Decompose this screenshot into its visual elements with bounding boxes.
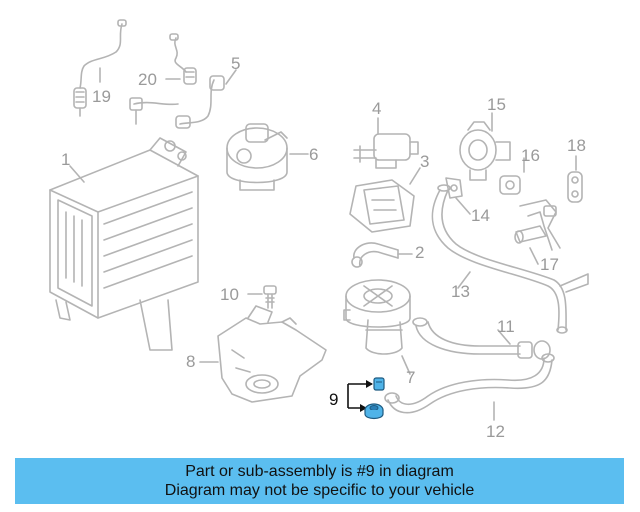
callout-3: 3 <box>420 152 430 171</box>
callout-16: 16 <box>521 146 540 165</box>
part-6-purge-valve <box>226 123 288 191</box>
part-16-gasket <box>499 175 521 195</box>
banner-line-1: Part or sub-assembly is #9 in diagram <box>185 463 454 480</box>
callout-12: 12 <box>486 422 505 441</box>
part-1-charcoal-canister <box>49 137 199 351</box>
callout-20: 20 <box>138 70 157 89</box>
callout-5: 5 <box>231 54 241 73</box>
part-7-air-pump <box>343 279 411 355</box>
callout-10: 10 <box>220 285 239 304</box>
part-4-valve <box>353 133 419 169</box>
parts-diagram <box>49 19 589 421</box>
part-5-vent-valve <box>129 75 225 129</box>
callout-11: 11 <box>497 317 515 336</box>
part-8-bracket <box>217 305 327 403</box>
callout-17: 17 <box>540 255 559 274</box>
part-18-gasket <box>567 171 583 203</box>
part-14-gasket <box>445 177 463 199</box>
part-20-oxygen-sensor <box>169 33 197 85</box>
part-15-valve <box>459 121 511 181</box>
part-13-hose <box>431 184 589 334</box>
callout-9: 9 <box>329 390 339 409</box>
callout-19: 19 <box>92 87 111 106</box>
callout-18: 18 <box>567 136 586 155</box>
info-banner: Part or sub-assembly is #9 in diagram Di… <box>15 458 624 504</box>
callout-7: 7 <box>406 368 416 387</box>
callout-6: 6 <box>309 145 319 164</box>
part-10-bolt <box>263 285 277 309</box>
callout-13: 13 <box>451 282 470 301</box>
part-2-hose <box>351 242 399 268</box>
part-17-pipe <box>514 199 561 251</box>
callout-14: 14 <box>471 206 490 225</box>
part-3-bracket <box>349 179 415 233</box>
part-19-oxygen-sensor <box>73 19 127 117</box>
callout-4: 4 <box>372 99 382 118</box>
banner-line-2: Diagram may not be specific to your vehi… <box>164 482 475 499</box>
callout-8: 8 <box>186 352 196 371</box>
part-11-hose <box>412 317 551 360</box>
leader-lines <box>69 67 577 421</box>
callout-1: 1 <box>61 150 71 169</box>
callout-2: 2 <box>415 243 425 262</box>
part-9-highlighted <box>347 377 385 420</box>
part-12-pipe <box>384 353 555 414</box>
callout-15: 15 <box>487 95 506 114</box>
